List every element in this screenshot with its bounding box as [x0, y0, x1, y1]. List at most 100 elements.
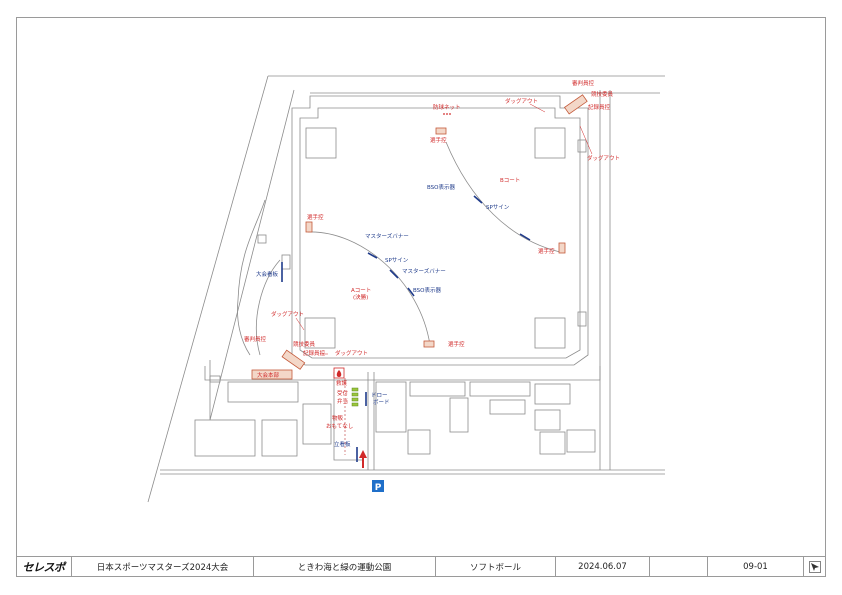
bench-b-top	[435, 127, 447, 135]
lunch-label: 弁当	[337, 397, 348, 405]
park-path	[237, 199, 266, 356]
banner-b-2	[519, 233, 531, 241]
site-plan: P 防球ネット ダッグアウト 審判員控 競技委員 記録員控 ダッグアウト 選手控…	[147, 75, 665, 503]
north-arrow-icon	[809, 561, 821, 573]
title-block-event-cell: 日本スポーツマスターズ2024大会	[72, 557, 254, 577]
lunch-box-1	[351, 387, 359, 392]
masters-banner-1-label: マスターズバナー	[365, 232, 409, 240]
leader-dugout-b-top	[529, 103, 546, 113]
sheet-number: 09-01	[743, 562, 768, 572]
parking-badge	[372, 480, 384, 492]
bldg-15	[209, 375, 221, 383]
title-block-date-cell: 2024.06.07	[556, 557, 650, 577]
bldg-7	[469, 381, 531, 397]
side-bldg-2	[577, 311, 587, 327]
park-box	[257, 234, 267, 244]
bench-hq	[251, 369, 293, 380]
entrance-arrow-icon	[359, 450, 367, 468]
bso-b-label: BSO表示器	[427, 183, 455, 191]
park-box-2	[281, 254, 291, 270]
bldg-1	[227, 381, 299, 403]
fire-icon	[336, 370, 342, 377]
officials-a-label: 審判員控	[244, 335, 267, 343]
parking-label: P	[375, 483, 382, 493]
bldg-11	[534, 409, 561, 431]
scorer-b-label: 記録員控	[588, 103, 611, 111]
umpire-a-label: 競技委員	[293, 340, 316, 348]
side-bldg-1	[577, 139, 587, 153]
seat-a-bottom-label: 選手控	[448, 340, 465, 348]
scorer-a-label: 記録員控	[303, 349, 326, 357]
court-a-base	[304, 317, 336, 349]
draw-board-label-1: ドロー	[371, 393, 388, 399]
board-label: 大会看板	[256, 270, 279, 278]
bldg-6	[409, 381, 466, 397]
court-b-label: Bコート	[500, 177, 520, 184]
bldg-8	[449, 397, 469, 433]
title-block-logo-cell: セレスポ	[16, 557, 72, 577]
venue-name: ときわ海と緑の運動公園	[297, 563, 392, 573]
title-block-blank-cell	[650, 557, 708, 577]
event-name: 日本スポーツマスターズ2024大会	[96, 563, 229, 573]
reception-label: 受付	[337, 389, 349, 397]
sp-sign-a-label: SPサイン	[385, 257, 409, 264]
title-block: セレスポ 日本スポーツマスターズ2024大会 ときわ海と緑の運動公園 ソフトボー…	[16, 556, 826, 577]
bldg-9	[489, 399, 526, 415]
dugout-a-left-label: ダッグアウト	[271, 310, 304, 318]
seat-b-right-label: 選手控	[538, 247, 555, 255]
banner-a-2	[389, 269, 399, 279]
court-a-label: Aコート	[351, 287, 371, 294]
road-edge-diag	[147, 75, 269, 503]
bench-a-bottom	[423, 340, 435, 348]
bldg-3	[261, 419, 298, 457]
standing-sign-label: 立看板	[334, 440, 351, 448]
lower-lot	[204, 366, 601, 381]
court-a-corner	[534, 317, 566, 349]
bldg-13	[566, 429, 596, 453]
lunch-box-4	[351, 402, 359, 407]
bldg-14	[407, 429, 431, 455]
bldg-12	[539, 431, 566, 455]
netball-dot-1	[443, 113, 445, 115]
leader-dugout-a-left	[295, 317, 305, 331]
masters-banner-2-label: マスターズバナー	[402, 267, 446, 275]
bso-a-label: BSO表示器	[413, 286, 441, 294]
banner-a-1	[367, 252, 378, 259]
netball-label: 防球ネット	[433, 103, 461, 111]
bldg-4	[302, 403, 332, 445]
title-block-north-cell	[804, 557, 826, 577]
medical-label: 救護	[336, 379, 348, 387]
leader-dugout-b-right	[579, 125, 593, 155]
court-a-arc	[307, 231, 431, 346]
court-b-arc	[445, 141, 561, 253]
title-block-sheet-cell: 09-01	[708, 557, 804, 577]
court-b-corner	[305, 127, 337, 159]
seat-b-top-label: 選手控	[430, 136, 447, 144]
bench-a-left	[305, 221, 313, 233]
lunch-box-3	[351, 397, 359, 402]
lunch-box-2	[351, 392, 359, 397]
bench-b-corner	[563, 94, 588, 115]
entrance-walk	[333, 372, 362, 461]
sport-name: ソフトボール	[469, 563, 521, 573]
dugout-b-right-label: ダッグアウト	[587, 154, 620, 162]
sp-sign-b-label: SPサイン	[486, 204, 510, 211]
park-path-2	[256, 259, 281, 356]
officials-b-label: 審判員控	[572, 79, 595, 87]
netball-dot-2	[446, 113, 448, 115]
bldg-10	[534, 383, 571, 405]
title-block-sport-cell: ソフトボール	[436, 557, 556, 577]
court-a-note-label: (決勝)	[353, 293, 368, 301]
title-block-venue-cell: ときわ海と緑の運動公園	[254, 557, 436, 577]
drawing-frame	[16, 17, 826, 577]
ground-inner	[299, 107, 581, 359]
banner-b-1	[473, 195, 483, 204]
umpire-b-label: 競技委員	[591, 90, 614, 98]
hq-label: 大会本部	[257, 371, 280, 379]
netball-dot-3	[449, 113, 451, 115]
drawing-date: 2024.06.07	[578, 562, 627, 572]
bench-b-right	[558, 242, 566, 254]
bldg-2	[194, 419, 256, 457]
banner-a-3	[407, 287, 415, 297]
goods-label-2: おもてなし	[326, 423, 353, 430]
